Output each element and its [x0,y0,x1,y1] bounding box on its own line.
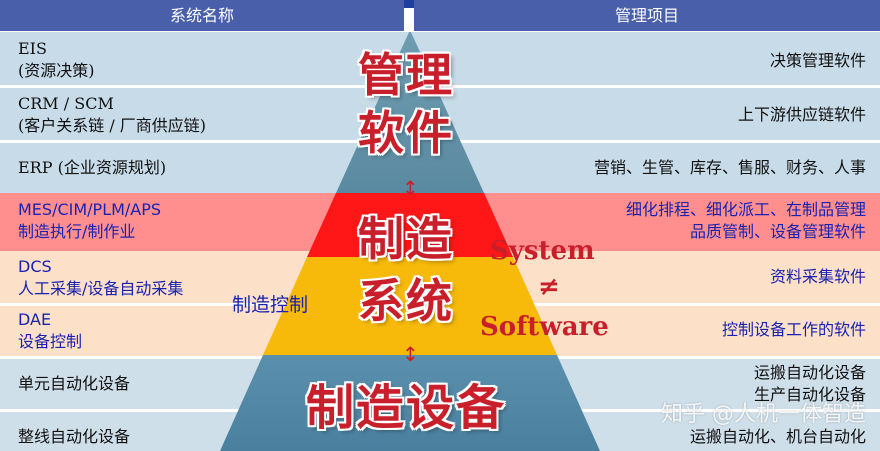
erp-left: ERP (企业资源规划) [18,158,167,177]
crm-left: CRM / SCM (客户关系链 / 厂商供应链) [18,93,206,137]
dae-left-line1: DAE [18,310,52,329]
crm-left-line1: CRM / SCM [18,94,114,113]
mes-right-line2: 品质管制、设备管理软件 [689,222,866,241]
mes-left-line1: MES/CIM/PLM/APS [18,200,162,219]
dcs-left-line1: DCS [18,257,52,276]
pyramid-mid-label-line1: 制造 [358,212,454,266]
erp-right: 营销、生管、库存、售服、财务、人事 [593,158,866,177]
pyramid-top-label-line1: 管理 [358,48,454,102]
upper-double-arrow: ↕ [402,176,419,200]
eis-left-line2: (资源决策) [18,61,95,80]
header-right-title: 管理项目 [614,6,679,25]
header-divider [404,0,414,32]
system-text: System [490,236,595,266]
pyramid-top-section [336,30,484,193]
dcs-left: DCS 人工采集/设备自动采集 [18,256,183,300]
mes-left: MES/CIM/PLM/APS 制造执行/制作业 [18,199,161,243]
header-left: 系统名称 [0,0,404,31]
mes-left-line2: 制造执行/制作业 [18,222,136,241]
eis-left-line1: EIS [18,39,47,58]
dae-left-line2: 设备控制 [18,332,83,351]
dae-right: 控制设备工作的软件 [721,320,866,339]
unit-right-line2: 生产自动化设备 [753,385,866,404]
eis-left: EIS (资源决策) [18,38,95,82]
row-separator [0,85,880,88]
header-right: 管理项目 [414,0,880,31]
header-left-title: 系统名称 [169,6,234,25]
pyramid-mid-label: 制造 系统 [358,208,454,332]
pyramid-mid-label-line2: 系统 [358,274,454,328]
pyramid-red-section [307,193,513,257]
line-left: 整线自动化设备 [18,427,131,446]
crm-right: 上下游供应链软件 [737,105,866,124]
not-equal-sign: ≠ [538,272,560,302]
pyramid-bottom-label: 制造设备 [306,380,507,436]
manufacturing-control-label: 制造控制 [232,294,309,316]
crm-left-line2: (客户关系链 / 厂商供应链) [18,116,207,135]
eis-right: 决策管理软件 [769,51,866,70]
unit-right: 运搬自动化设备 生产自动化设备 [754,362,866,406]
dcs-left-line2: 人工采集/设备自动采集 [18,279,184,298]
unit-right-line1: 运搬自动化设备 [753,363,866,382]
line-right: 运搬自动化、机台自动化 [689,427,866,446]
mes-right-line1: 细化排程、细化派工、在制品管理 [625,200,866,219]
pyramid-top-label-line2: 软件 [358,106,454,160]
pyramid-bottom-section [220,355,600,451]
mes-right: 细化排程、细化派工、在制品管理 品质管制、设备管理软件 [626,199,866,243]
watermark-text: 知乎 @人机一体智造 [661,402,866,427]
unit-left: 单元自动化设备 [18,374,131,393]
row-eis-bg [0,32,880,85]
dae-left: DAE 设备控制 [18,309,82,353]
pyramid-top-label: 管理 软件 [358,46,454,162]
dcs-right: 资料采集软件 [769,267,866,286]
header-divider-stub [404,0,414,8]
lower-double-arrow: ↕ [402,342,419,366]
software-text: Software [480,312,609,342]
pyramid-yellow-section [263,257,557,355]
